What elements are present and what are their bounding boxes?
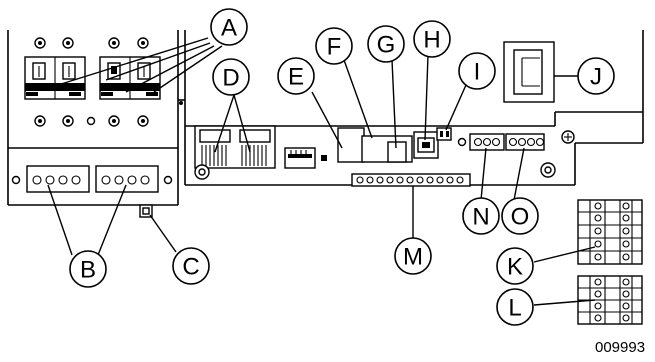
svg-text:J: J — [590, 64, 602, 91]
circuit-breaker-left — [24, 56, 86, 100]
svg-text:M: M — [403, 244, 423, 271]
svg-text:A: A — [221, 15, 237, 42]
top-screws — [34, 37, 149, 49]
svg-text:E: E — [288, 64, 304, 91]
svg-text:G: G — [377, 32, 396, 59]
figure-number: 009993 — [595, 339, 645, 356]
svg-text:C: C — [182, 254, 199, 281]
svg-text:K: K — [507, 254, 523, 281]
bottom-screws — [34, 115, 149, 127]
callout-a: A — [210, 8, 248, 46]
mount-screw — [163, 175, 173, 185]
ground-lug-c — [139, 204, 153, 218]
svg-text:O: O — [511, 204, 530, 231]
terminal-block-o — [505, 133, 545, 151]
svg-text:I: I — [474, 59, 481, 86]
callout-g: G — [367, 25, 405, 63]
svg-text:D: D — [222, 65, 239, 92]
connector-e — [284, 147, 327, 169]
svg-text:F: F — [327, 34, 342, 61]
fuse-block-d — [194, 125, 276, 169]
callout-d: D — [212, 58, 250, 96]
callout-l: L — [496, 288, 534, 326]
svg-text:H: H — [423, 27, 440, 54]
enclosure-screws — [194, 130, 575, 180]
mount-screw — [457, 137, 467, 147]
terminal-strip-m — [351, 173, 471, 187]
callout-j: J — [577, 57, 615, 95]
callout-m: M — [394, 237, 432, 275]
callout-b: B — [69, 250, 107, 288]
terminal-block-k — [577, 199, 643, 265]
callout-e: E — [277, 57, 315, 95]
terminal-block-n — [469, 133, 505, 151]
connector-j — [503, 41, 555, 103]
callout-f: F — [315, 27, 353, 65]
callout-n: N — [462, 197, 500, 235]
callout-i: I — [458, 52, 496, 90]
callout-h: H — [413, 20, 451, 58]
callout-c: C — [172, 247, 210, 285]
mount-screw — [11, 175, 21, 185]
dip-switch-i — [436, 127, 452, 141]
leader-lines — [47, 37, 596, 306]
terminal-strip-b-right — [95, 165, 159, 193]
svg-text:B: B — [80, 257, 96, 284]
terminal-strip-b-left — [26, 165, 90, 193]
callout-o: O — [501, 197, 539, 235]
svg-text:L: L — [508, 295, 521, 322]
callout-k: K — [496, 247, 534, 285]
svg-text:N: N — [472, 204, 489, 231]
rj45-jack-h — [413, 131, 439, 159]
usb-port-g — [387, 141, 407, 163]
